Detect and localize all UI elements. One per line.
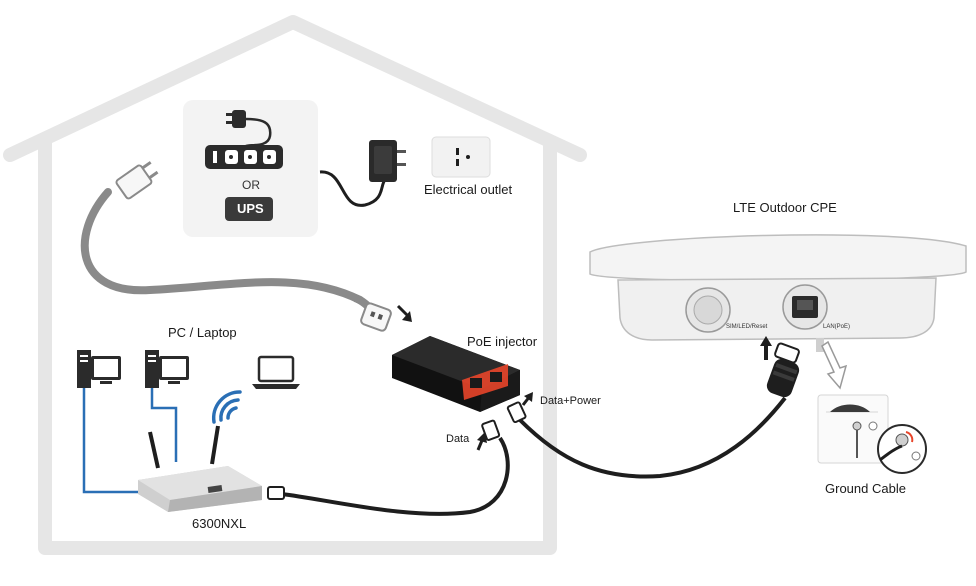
data-label: Data — [446, 433, 470, 445]
arrow-icon — [396, 304, 412, 322]
house-outline — [3, 15, 587, 555]
poe-injector-label: PoE injector — [467, 334, 538, 349]
sim-port-label: SIM/LED/Reset — [726, 324, 768, 330]
rj45-connector-icon — [267, 486, 285, 500]
rj45-connector-icon — [506, 401, 527, 424]
ac-power-cable — [80, 161, 364, 304]
power-strip-icon — [205, 145, 283, 169]
arrow-icon — [760, 336, 772, 360]
router-icon — [138, 425, 262, 512]
router-label: 6300NXL — [192, 516, 247, 531]
desktop-pc-icon — [145, 350, 189, 388]
data-power-cable — [506, 396, 787, 479]
lte-cpe-icon — [589, 234, 967, 352]
power-source-panel — [183, 100, 318, 237]
pc-laptop-label: PC / Laptop — [168, 325, 237, 340]
poe-injector-icon — [392, 336, 520, 412]
lan-cables — [82, 388, 178, 494]
iec-connector-icon — [353, 294, 392, 332]
lan-port-label: LAN(PoE) — [823, 324, 851, 330]
ground-terminal-icon — [817, 394, 927, 474]
wall-outlet-icon — [431, 136, 491, 178]
desktop-pc-icon — [77, 350, 121, 388]
data-power-label: Data+Power — [540, 395, 601, 407]
power-adapter-icon — [319, 140, 406, 207]
wifi-icon — [211, 390, 242, 424]
cpe-label: LTE Outdoor CPE — [733, 200, 837, 215]
ground-cable-label: Ground Cable — [825, 481, 906, 496]
laptop-icon — [252, 355, 300, 389]
data-cable — [267, 419, 510, 516]
outlet-label: Electrical outlet — [424, 182, 513, 197]
arrow-icon — [521, 392, 533, 406]
rj45-connector-icon — [766, 342, 800, 398]
arrow-icon — [476, 432, 487, 451]
ups-label: UPS — [237, 201, 264, 216]
ups-icon — [225, 197, 273, 221]
or-label: OR — [242, 178, 260, 192]
arrow-icon — [821, 340, 848, 390]
